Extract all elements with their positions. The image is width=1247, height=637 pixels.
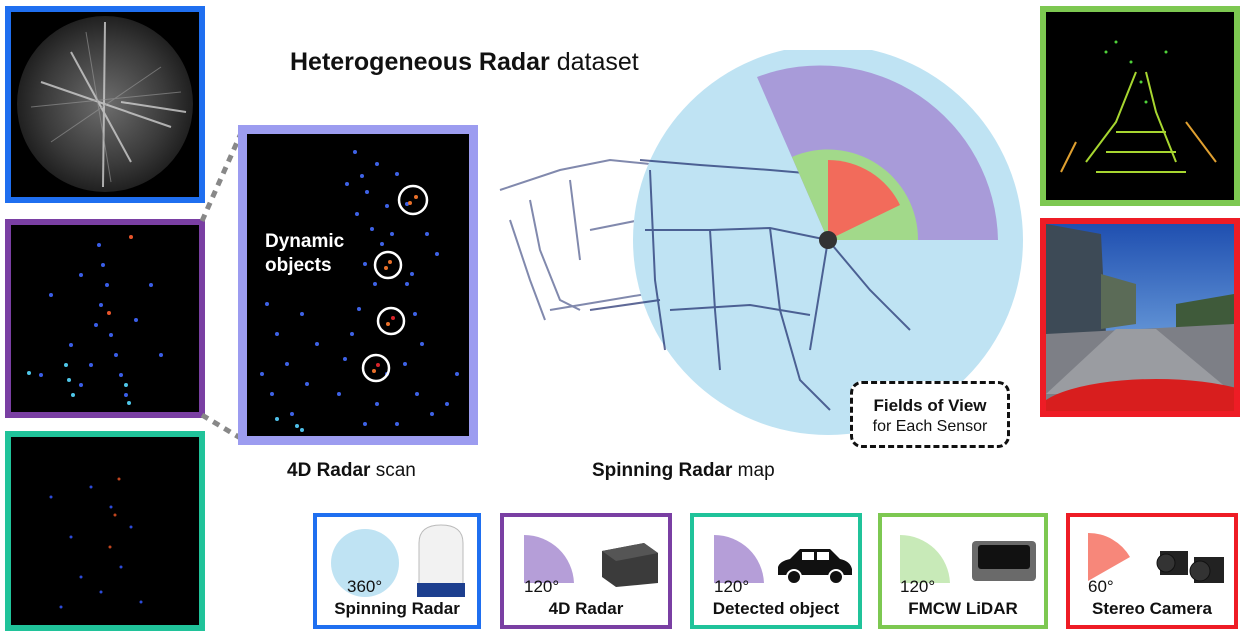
- dynamic-objects-label: Dynamic objects: [265, 230, 344, 278]
- spinning-radar-fov-degree: 360°: [347, 577, 383, 596]
- fov-note-line1: Fields of View: [873, 396, 987, 415]
- spinning-caption-rest: map: [732, 460, 775, 481]
- spinning-radar-map: [499, 50, 1023, 435]
- fov-note-line2: for Each Sensor: [872, 418, 988, 435]
- spinning-radar-fov-icon: [331, 529, 399, 597]
- spinning-radar-name: Spinning Radar: [334, 599, 460, 618]
- sensor-card-spinning-radar: 360° Spinning Radar: [313, 513, 481, 629]
- radar-4d-point-image: [11, 225, 199, 412]
- spinning-radar-map-caption: Spinning Radar map: [592, 460, 775, 482]
- radar-4d-caption-rest: scan: [370, 460, 416, 481]
- fov-note-box: Fields of View for Each Sensor: [850, 381, 1010, 448]
- spinning-radar-image: [11, 12, 199, 197]
- radar-4d-image-panel: [5, 219, 205, 418]
- lidar-device-icon: [972, 541, 1036, 581]
- radar-4d-fov-icon: [524, 535, 574, 583]
- radar-4d-caption-bold: 4D Radar: [287, 460, 371, 481]
- radar-4d-fov-degree: 120°: [524, 577, 560, 596]
- title-bold: Heterogeneous Radar: [290, 48, 550, 76]
- detected-object-fov-degree: 120°: [714, 577, 750, 596]
- sensor-card-stereo-camera: 60° Stereo Camera: [1066, 513, 1238, 629]
- radar-4d-scan-image: [247, 134, 469, 436]
- camera-fov-icon: [1088, 532, 1130, 581]
- spinning-radar-device-icon: [417, 524, 465, 597]
- car-icon: [778, 549, 852, 585]
- detected-object-fov-icon: [714, 535, 764, 583]
- spinning-radar-image-panel: [5, 6, 205, 203]
- camera-fov-wedge: [828, 159, 900, 240]
- title-rest: dataset: [549, 48, 639, 76]
- sensor-card-4d-radar: 120° 4D Radar: [500, 513, 672, 629]
- detected-object-point-image: [11, 437, 199, 625]
- camera-fov-degree: 60°: [1088, 577, 1114, 596]
- map-trajectory: [589, 159, 911, 411]
- lidar-point-image: [1046, 12, 1234, 200]
- radar-4d-device-icon: [602, 543, 658, 587]
- dynamic-objects-line2: objects: [265, 255, 332, 276]
- detected-object-name: Detected object: [712, 599, 840, 618]
- stereo-camera-image-panel: [1040, 218, 1240, 417]
- sensor-origin-dot: [819, 231, 837, 249]
- stereo-camera-name: Stereo Camera: [1091, 599, 1212, 618]
- spinning-caption-bold: Spinning Radar: [592, 460, 733, 481]
- radar-4d-name: 4D Radar: [548, 599, 624, 618]
- lidar-fov-degree: 120°: [900, 577, 936, 596]
- stereo-camera-device-icon: [1156, 551, 1224, 583]
- sensor-card-fmcw-lidar: 120° FMCW LiDAR: [878, 513, 1048, 629]
- zoom-connector-lines: [200, 129, 245, 442]
- detected-object-image-panel: [5, 431, 205, 631]
- stereo-camera-image: [1046, 224, 1234, 411]
- lidar-image-panel: [1040, 6, 1240, 206]
- lidar-fov-icon: [900, 535, 950, 583]
- sensor-card-detected-object: 120° Detected object: [690, 513, 862, 629]
- radar-4d-scan-zoom-panel: [238, 125, 478, 445]
- page-title: Heterogeneous Radar dataset: [290, 48, 639, 77]
- lidar-name: FMCW LiDAR: [908, 599, 1018, 618]
- radar-4d-scan-caption: 4D Radar scan: [287, 460, 416, 482]
- dynamic-objects-line1: Dynamic: [265, 231, 345, 252]
